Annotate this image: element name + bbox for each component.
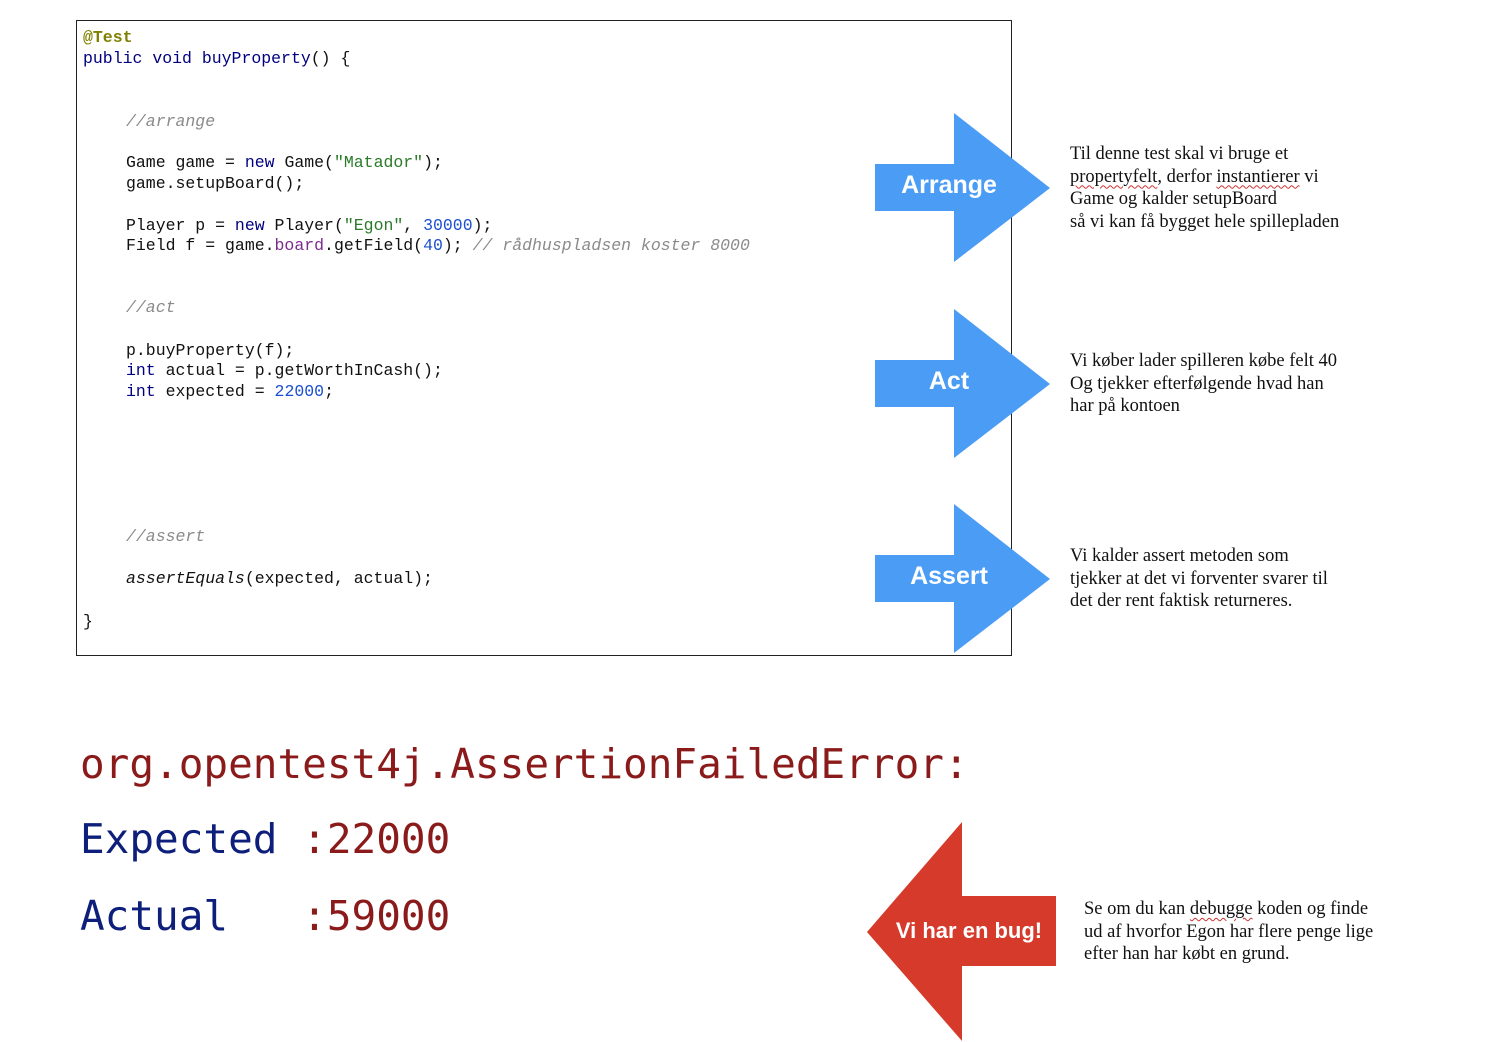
expected-value: :22000 bbox=[302, 815, 451, 863]
assert-note: Vi kalder assert metoden som tjekker at … bbox=[1070, 545, 1328, 613]
act-arrow-label: Act bbox=[928, 367, 970, 395]
assert-arrow: Assert bbox=[875, 504, 1051, 654]
bug-note-line: Se om du kan debugge koden og finde bbox=[1084, 899, 1369, 919]
error-expected-row: Expected :22000 bbox=[80, 815, 450, 863]
arrow-right-icon bbox=[875, 309, 1050, 458]
arrange-note-line: Game og kalder setupBoard bbox=[1070, 189, 1278, 209]
bug-note: Se om du kan debugge koden og finde ud a… bbox=[1084, 898, 1373, 966]
bug-arrow-label: Vi har en bug! bbox=[895, 918, 1043, 943]
arrange-arrow-label: Arrange bbox=[901, 171, 997, 199]
code-line-field: Field f = game.board.getField(40); // rå… bbox=[126, 236, 750, 255]
act-note-line: har på kontoen bbox=[1070, 396, 1180, 416]
error-actual-row: Actual :59000 bbox=[80, 892, 450, 940]
code-line-assert: assertEquals(expected, actual); bbox=[126, 569, 433, 588]
bug-arrow: Vi har en bug! bbox=[867, 822, 1057, 1042]
arrange-note: Til denne test skal vi bruge et property… bbox=[1070, 143, 1339, 233]
code-closing-brace: } bbox=[83, 612, 93, 631]
bug-note-line: efter han har købt en grund. bbox=[1084, 944, 1290, 964]
arrange-note-line: så vi kan få bygget hele spillepladen bbox=[1070, 211, 1340, 232]
assert-note-line: Vi kalder assert metoden som bbox=[1070, 546, 1289, 566]
code-line-actual: int actual = p.getWorthInCash(); bbox=[126, 361, 443, 380]
act-arrow: Act bbox=[875, 309, 1051, 459]
act-note-line: Og tjekker efterfølgende hvad han bbox=[1070, 373, 1324, 394]
code-method-signature: public void buyProperty() { bbox=[83, 49, 351, 68]
code-line-player: Player p = new Player("Egon", 30000); bbox=[126, 216, 493, 235]
arrow-left-icon bbox=[867, 822, 1056, 1041]
code-line-game: Game game = new Game("Matador"); bbox=[126, 153, 443, 172]
error-header: org.opentest4j.AssertionFailedError: bbox=[80, 740, 969, 788]
code-comment-act: //act bbox=[126, 298, 176, 317]
arrow-right-icon bbox=[875, 504, 1050, 653]
actual-label: Actual bbox=[80, 892, 229, 940]
code-line-expected: int expected = 22000; bbox=[126, 382, 334, 401]
code-line-buy: p.buyProperty(f); bbox=[126, 341, 295, 360]
code-annotation: @Test bbox=[83, 28, 133, 47]
act-arrow-shape bbox=[875, 309, 1050, 458]
arrange-arrow: Arrange bbox=[875, 113, 1051, 263]
arrange-note-line: Til denne test skal vi bruge et bbox=[1070, 144, 1289, 164]
bug-arrow-shape bbox=[867, 822, 1056, 1041]
code-line-setup: game.setupBoard(); bbox=[126, 174, 305, 193]
actual-value: :59000 bbox=[302, 892, 451, 940]
assert-note-line: tjekker at det vi forventer svarer til bbox=[1070, 568, 1328, 589]
code-panel bbox=[76, 20, 1012, 656]
bug-note-line: ud af hvorfor Egon har flere penge lige bbox=[1084, 921, 1374, 942]
code-comment-assert: //assert bbox=[126, 527, 206, 546]
assert-arrow-shape bbox=[875, 504, 1050, 653]
assert-arrow-label: Assert bbox=[910, 562, 988, 590]
assert-note-line: det der rent faktisk returneres. bbox=[1070, 591, 1293, 611]
act-note-line: Vi køber lader spilleren købe felt 40 bbox=[1070, 351, 1338, 371]
arrow-right-icon bbox=[875, 113, 1050, 262]
expected-label: Expected bbox=[80, 815, 278, 863]
arrange-arrow-shape bbox=[875, 113, 1050, 262]
act-note: Vi køber lader spilleren købe felt 40 Og… bbox=[1070, 350, 1337, 418]
arrange-note-line: propertyfelt, derfor instantierer vi bbox=[1070, 166, 1319, 187]
code-comment-arrange: //arrange bbox=[126, 112, 216, 131]
